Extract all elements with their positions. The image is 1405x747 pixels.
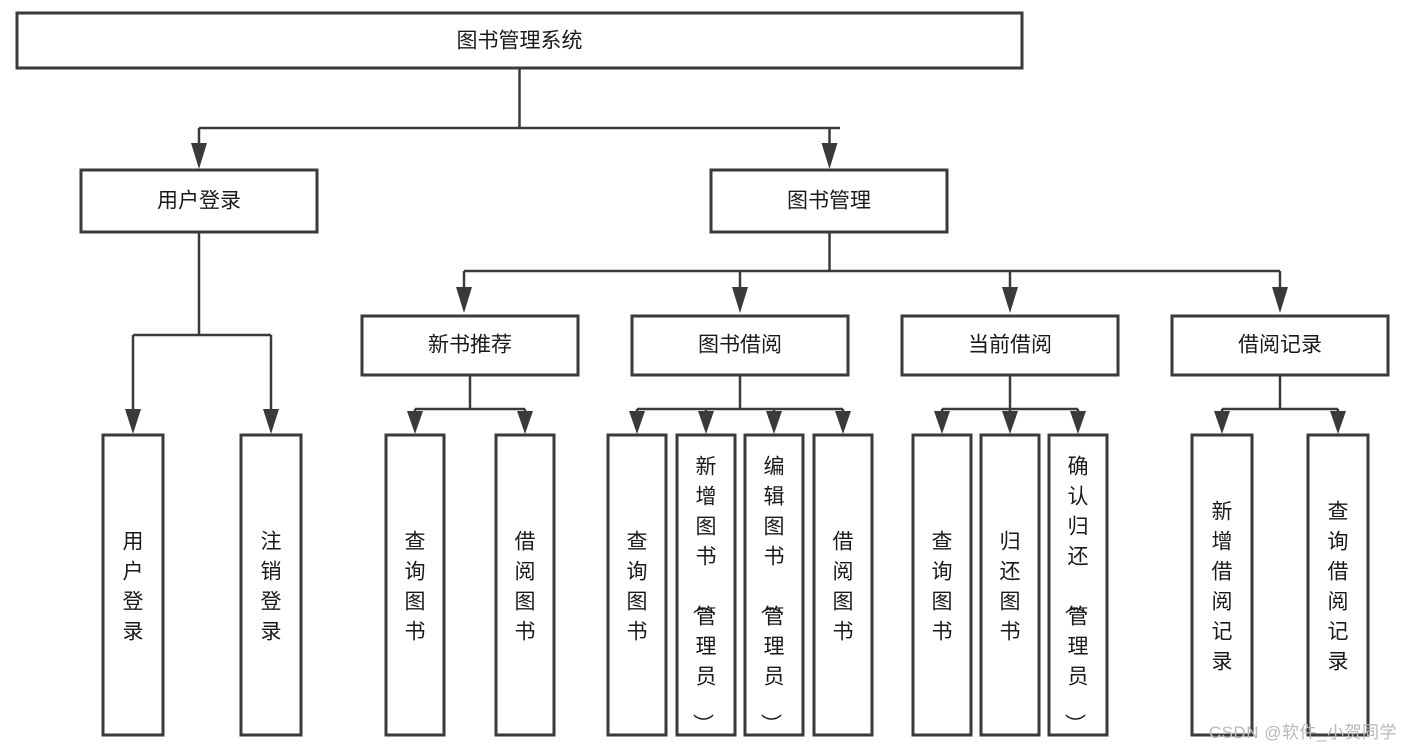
node-box-book-management[interactable] xyxy=(709,168,949,234)
leaf-label-user-login-1: 用户登录 xyxy=(123,530,144,643)
leaf-box-new-book-2[interactable] xyxy=(494,433,556,737)
arrow-head-bb-leaf-3 xyxy=(766,411,782,434)
node-current-borrow[interactable]: 当前借阅 xyxy=(900,314,1120,377)
leaf-node[interactable]: 新增图书（管理员） xyxy=(675,433,737,737)
arrow-head-ul-leaf-2 xyxy=(263,409,279,434)
leaf-box-current-borrow-3[interactable] xyxy=(1047,433,1109,737)
connector-group-book-borrow xyxy=(629,375,851,434)
arrow-head-book-mgmt xyxy=(821,143,838,169)
leaf-label-current-borrow-3: 确认归还（管理员） xyxy=(1063,455,1089,734)
arrow-head-borrow xyxy=(732,287,748,313)
leaf-node[interactable]: 查询图书 xyxy=(606,433,668,737)
arrow-head-bb-leaf-4 xyxy=(835,411,851,434)
arrow-head-bb-leaf-2 xyxy=(698,411,714,434)
leaf-label-borrow-record-2: 查询借阅记录 xyxy=(1328,500,1349,673)
leaf-node[interactable]: 借阅图书 xyxy=(812,433,874,737)
node-book-management[interactable]: 图书管理 xyxy=(709,168,949,234)
leaf-label-new-book-1: 查询图书 xyxy=(405,530,426,643)
arrow-head-cb-leaf-3 xyxy=(1070,411,1086,434)
leaf-label-book-borrow-3: 编辑图书（管理员） xyxy=(759,455,785,734)
leaf-label-book-borrow-4: 借阅图书 xyxy=(833,530,854,643)
watermark: CSDN @软件_小贺同学 xyxy=(1208,723,1397,742)
arrow-head-cb-leaf-2 xyxy=(1002,411,1018,434)
node-box-new-book-recommend[interactable] xyxy=(360,314,580,377)
leaf-label-current-borrow-1: 查询图书 xyxy=(932,530,953,643)
leaf-box-current-borrow-1[interactable] xyxy=(911,433,973,737)
arrow-head-new-book xyxy=(456,287,472,313)
leaf-box-current-borrow-2[interactable] xyxy=(979,433,1041,737)
leaf-box-borrow-record-1[interactable] xyxy=(1190,433,1254,737)
connector-group-root xyxy=(191,68,840,169)
leaf-label-book-borrow-1: 查询图书 xyxy=(627,530,648,643)
node-box-user-login[interactable] xyxy=(79,168,319,234)
leaf-box-new-book-1[interactable] xyxy=(384,433,446,737)
leaf-node[interactable]: 归还图书 xyxy=(979,433,1041,737)
leaf-box-book-borrow-3[interactable] xyxy=(743,433,805,737)
leaf-node[interactable]: 查询图书 xyxy=(911,433,973,737)
node-label-book-borrow: 图书借阅 xyxy=(698,334,782,357)
node-box-borrow-record[interactable] xyxy=(1170,314,1390,377)
node-box-root[interactable] xyxy=(15,11,1024,70)
leaf-box-book-borrow-2[interactable] xyxy=(675,433,737,737)
arrow-head-bb-leaf-1 xyxy=(629,411,645,434)
node-root-system[interactable]: 图书管理系统 xyxy=(15,11,1024,70)
arrow-head-record xyxy=(1272,287,1288,313)
arrow-head-cb-leaf-1 xyxy=(934,411,950,434)
leaf-node[interactable]: 借阅图书 xyxy=(494,433,556,737)
leaf-box-book-borrow-1[interactable] xyxy=(606,433,668,737)
node-box-book-borrow[interactable] xyxy=(630,314,850,377)
leaf-box-user-login-1[interactable] xyxy=(101,433,165,737)
node-box-current-borrow[interactable] xyxy=(900,314,1120,377)
arrow-head-nb-leaf-2 xyxy=(517,411,533,434)
arrow-head-nb-leaf-1 xyxy=(407,411,423,434)
leaf-label-user-login-2: 注销登录 xyxy=(261,530,282,643)
node-label-root: 图书管理系统 xyxy=(457,30,583,53)
leaf-node[interactable]: 查询图书 xyxy=(384,433,446,737)
leaf-box-borrow-record-2[interactable] xyxy=(1306,433,1370,737)
leaf-node[interactable]: 用户登录 xyxy=(101,433,165,737)
connector-group-book-mgmt xyxy=(456,232,1288,313)
node-label-borrow-record: 借阅记录 xyxy=(1238,334,1322,357)
arrow-head-current xyxy=(1002,287,1018,313)
leaf-label-borrow-record-1: 新增借阅记录 xyxy=(1212,500,1233,673)
leaf-node[interactable]: 编辑图书（管理员） xyxy=(743,433,805,737)
leaf-node[interactable]: 查询借阅记录 xyxy=(1306,433,1370,737)
leaf-box-book-borrow-4[interactable] xyxy=(812,433,874,737)
arrow-head-user-login xyxy=(191,143,207,169)
node-label-book-management: 图书管理 xyxy=(787,190,871,213)
leaf-node[interactable]: 确认归还（管理员） xyxy=(1047,433,1109,737)
leaf-box-user-login-2[interactable] xyxy=(239,433,303,737)
leaf-label-current-borrow-2: 归还图书 xyxy=(1000,530,1021,643)
connector-group-borrow-record xyxy=(1214,375,1346,434)
connector-group-user-login xyxy=(125,232,279,434)
arrow-head-ul-leaf-1 xyxy=(125,409,141,434)
arrow-head-br-leaf-1 xyxy=(1214,411,1230,434)
leaf-label-new-book-2: 借阅图书 xyxy=(515,530,536,643)
node-new-book-recommend[interactable]: 新书推荐 xyxy=(360,314,580,377)
node-label-current-borrow: 当前借阅 xyxy=(968,334,1052,357)
leaf-label-book-borrow-2: 新增图书（管理员） xyxy=(691,455,717,734)
arrow-head-br-leaf-2 xyxy=(1330,411,1346,434)
node-book-borrow[interactable]: 图书借阅 xyxy=(630,314,850,377)
leaf-node[interactable]: 注销登录 xyxy=(239,433,303,737)
leaf-node[interactable]: 新增借阅记录 xyxy=(1190,433,1254,737)
node-user-login[interactable]: 用户登录 xyxy=(79,168,319,234)
connector-group-current-borrow xyxy=(934,375,1086,434)
node-label-new-book-recommend: 新书推荐 xyxy=(428,334,512,357)
node-borrow-record[interactable]: 借阅记录 xyxy=(1170,314,1390,377)
connector-group-new-book xyxy=(407,375,533,434)
node-label-user-login: 用户登录 xyxy=(157,190,241,213)
